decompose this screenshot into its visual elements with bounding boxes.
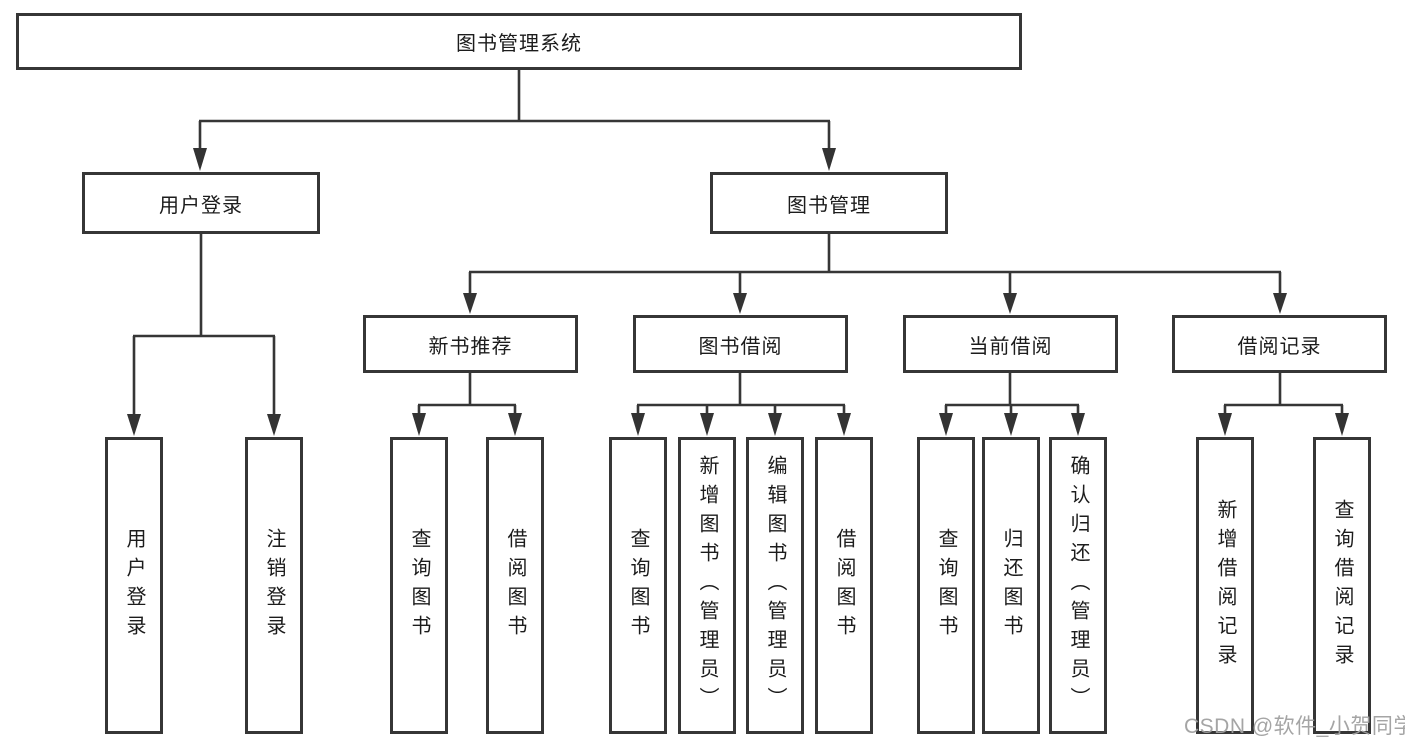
leaf-query-books-recommend: 查询图书 [390, 437, 448, 734]
edge-new-book-recommend-to-leaves [412, 373, 522, 436]
node-book-management: 图书管理 [710, 172, 948, 234]
node-label: 借阅图书 [833, 527, 855, 644]
node-book-borrow: 图书借阅 [633, 315, 848, 373]
leaf-add-borrow-record: 新增借阅记录 [1196, 437, 1254, 734]
edge-book-borrow-to-leaves [631, 373, 851, 436]
edge-root-to-level2 [193, 69, 836, 171]
node-label: 编辑图书（管理员） [764, 455, 786, 716]
node-label: 借阅记录 [1237, 335, 1322, 358]
node-current-borrow: 当前借阅 [903, 315, 1118, 373]
edge-user-login-to-leaves [127, 234, 281, 436]
node-label: 查询图书 [627, 527, 649, 644]
node-new-book-recommend: 新书推荐 [363, 315, 578, 373]
node-label: 归还图书 [1000, 527, 1022, 644]
node-label: 图书管理 [787, 194, 871, 217]
node-label: 查询图书 [408, 527, 430, 644]
node-borrow-records: 借阅记录 [1172, 315, 1387, 373]
node-user-login: 用户登录 [82, 172, 320, 234]
node-label: 借阅图书 [504, 527, 526, 644]
node-label: 用户登录 [159, 194, 243, 217]
leaf-confirm-return-admin: 确认归还（管理员） [1049, 437, 1107, 734]
leaf-edit-books-admin: 编辑图书（管理员） [746, 437, 804, 734]
leaf-borrow-books-recommend: 借阅图书 [486, 437, 544, 734]
leaf-return-books: 归还图书 [982, 437, 1040, 734]
leaf-query-borrow-record: 查询借阅记录 [1313, 437, 1371, 734]
leaf-query-books-borrow: 查询图书 [609, 437, 667, 734]
node-label: 新增图书（管理员） [696, 455, 718, 716]
leaf-user-login: 用户登录 [105, 437, 163, 734]
node-label: 新增借阅记录 [1214, 498, 1236, 673]
leaf-borrow-books: 借阅图书 [815, 437, 873, 734]
node-label: 图书管理系统 [456, 33, 582, 55]
node-root-library-management-system: 图书管理系统 [16, 13, 1022, 70]
node-label: 图书借阅 [698, 335, 783, 358]
node-label: 用户登录 [123, 527, 145, 644]
edge-borrow-records-to-leaves [1218, 373, 1349, 436]
node-label: 查询图书 [935, 527, 957, 644]
node-label: 当前借阅 [968, 335, 1053, 358]
edge-book-management-to-level3 [463, 234, 1287, 314]
leaf-add-books-admin: 新增图书（管理员） [678, 437, 736, 734]
node-label: 确认归还（管理员） [1067, 455, 1089, 716]
node-label: 查询借阅记录 [1331, 498, 1353, 673]
leaf-query-books-current: 查询图书 [917, 437, 975, 734]
node-label: 注销登录 [263, 527, 285, 644]
node-label: 新书推荐 [428, 335, 513, 358]
leaf-logout: 注销登录 [245, 437, 303, 734]
watermark: CSDN @软件_小贺同学 [1184, 715, 1405, 738]
edge-current-borrow-to-leaves [939, 373, 1085, 436]
